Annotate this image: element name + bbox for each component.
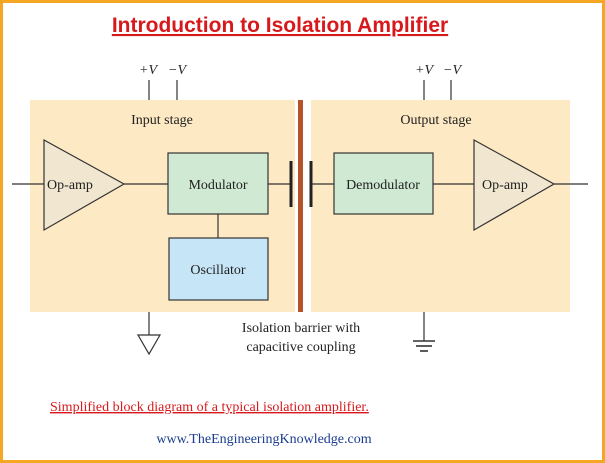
website-link[interactable]: www.TheEngineeringKnowledge.com [156,432,371,447]
input-supply-negative: −V [168,63,187,78]
modulator-label: Modulator [188,178,247,193]
output-ground-icon [413,340,435,352]
oscillator-label: Oscillator [190,263,246,278]
output-opamp-label: Op-amp [482,178,528,193]
input-stage-label: Input stage [131,113,193,128]
input-supply-positive: +V [139,63,158,78]
output-opamp-triangle [473,138,556,232]
input-ground-icon [136,334,162,356]
output-stage-label: Output stage [400,113,471,128]
input-opamp-label: Op-amp [47,178,93,193]
output-supply-positive: +V [415,63,434,78]
oscillator-block [168,237,269,301]
barrier-label-line1: Isolation barrier with [242,321,360,336]
isolation-barrier [298,100,303,312]
page-title: Introduction to Isolation Amplifier [112,14,448,37]
demodulator-label: Demodulator [346,178,420,193]
output-supply-negative: −V [443,63,462,78]
barrier-label-line2: capacitive coupling [246,340,355,355]
demodulator-block [333,152,434,215]
input-opamp-triangle [43,138,126,232]
diagram-caption: Simplified block diagram of a typical is… [50,400,369,415]
